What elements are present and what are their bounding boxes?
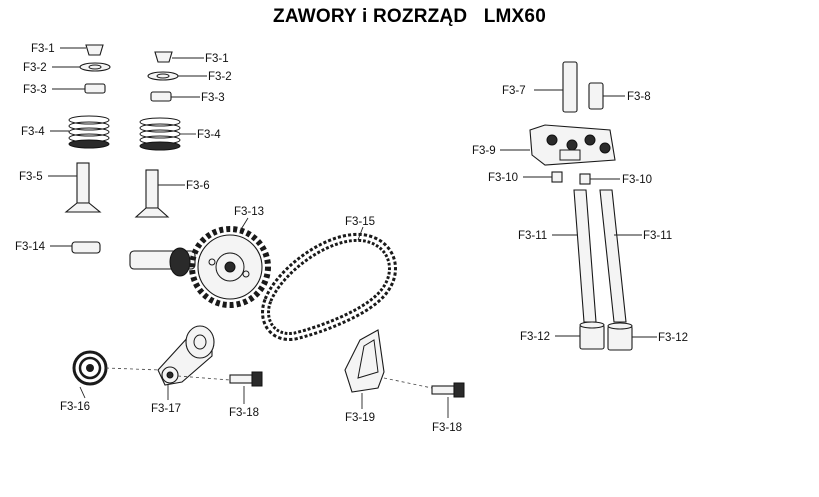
label-f3-12-right: F3-12 bbox=[658, 332, 688, 344]
label-f3-15: F3-15 bbox=[345, 216, 375, 228]
bolt-right bbox=[431, 382, 465, 398]
label-f3-12-left: F3-12 bbox=[520, 331, 550, 343]
label-f3-6: F3-6 bbox=[186, 180, 210, 192]
rocker-shaft-long bbox=[562, 61, 578, 113]
camshaft bbox=[71, 241, 196, 277]
label-f3-10-left: F3-10 bbox=[488, 172, 518, 184]
label-f3-17: F3-17 bbox=[151, 403, 181, 415]
label-f3-9: F3-9 bbox=[472, 145, 496, 157]
label-f3-2-left: F3-2 bbox=[23, 62, 47, 74]
label-f3-11-right: F3-11 bbox=[643, 230, 672, 242]
rocker-shaft-short bbox=[588, 82, 604, 110]
label-f3-18-left: F3-18 bbox=[229, 407, 259, 419]
label-f3-3-right: F3-3 bbox=[201, 92, 225, 104]
label-f3-1-left: F3-1 bbox=[31, 43, 55, 55]
label-f3-16: F3-16 bbox=[60, 401, 90, 413]
valve-seal-right bbox=[150, 91, 172, 102]
left-valve-assembly bbox=[64, 44, 111, 213]
chain-guide bbox=[344, 329, 433, 393]
label-f3-10-right: F3-10 bbox=[622, 174, 652, 186]
bolt-left bbox=[229, 371, 263, 387]
push-rods bbox=[573, 189, 627, 323]
part-labels: F3-1 F3-2 F3-3 F3-4 F3-5 F3-1 F3-2 F3-3 … bbox=[15, 43, 688, 434]
valve-keeper-right bbox=[154, 51, 173, 63]
valve-seal-left bbox=[84, 83, 106, 94]
timing-chain bbox=[261, 232, 397, 341]
rocker-assembly bbox=[529, 124, 616, 166]
valve-left bbox=[64, 162, 102, 213]
cam-sprocket bbox=[189, 226, 271, 308]
valve-right bbox=[134, 169, 170, 218]
label-f3-11-left: F3-11 bbox=[518, 230, 547, 242]
label-f3-2-right: F3-2 bbox=[208, 71, 232, 83]
label-f3-7: F3-7 bbox=[502, 85, 526, 97]
label-f3-18-right: F3-18 bbox=[432, 422, 462, 434]
label-f3-1-right: F3-1 bbox=[205, 53, 229, 65]
valve-spring-left bbox=[68, 115, 110, 149]
leader-lines bbox=[48, 47, 657, 418]
valve-spring-right bbox=[139, 117, 181, 151]
adjuster-screws bbox=[551, 171, 591, 185]
spring-retainer-right bbox=[147, 71, 179, 81]
diagram-title: ZAWORY i ROZRZĄD LMX60 bbox=[273, 6, 546, 27]
label-f3-4-right: F3-4 bbox=[197, 129, 221, 141]
valve-keeper-left bbox=[85, 44, 104, 56]
rocker-shafts bbox=[562, 61, 604, 113]
label-f3-8: F3-8 bbox=[627, 91, 651, 103]
label-f3-14: F3-14 bbox=[15, 241, 46, 253]
label-f3-3-left: F3-3 bbox=[23, 84, 47, 96]
tensioner-spring bbox=[72, 350, 161, 386]
push-rod-left bbox=[573, 189, 597, 323]
push-rod-right bbox=[599, 189, 627, 323]
tensioner-arm bbox=[157, 325, 231, 386]
tappet-right bbox=[607, 325, 633, 351]
tappet-left bbox=[579, 324, 605, 350]
label-f3-4-left: F3-4 bbox=[21, 126, 45, 138]
label-f3-5: F3-5 bbox=[19, 171, 43, 183]
right-valve-assembly bbox=[134, 51, 181, 218]
camshaft-bolt bbox=[71, 241, 101, 254]
label-f3-19: F3-19 bbox=[345, 412, 375, 424]
tappets bbox=[579, 321, 633, 351]
label-f3-13: F3-13 bbox=[234, 206, 264, 218]
spring-retainer-left bbox=[79, 62, 111, 72]
